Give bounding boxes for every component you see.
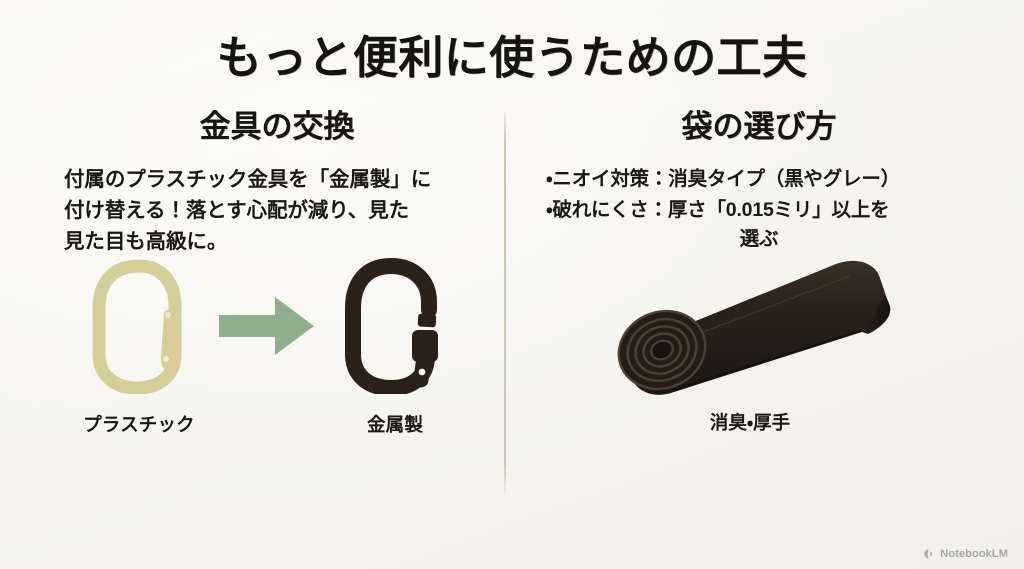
plastic-carabiner-figure: プラスチック (64, 257, 214, 437)
bag-selection-bullets: ・ニオイ対策：消臭タイプ（黒やグレー） ・破れにくさ：厚さ「0.015ミリ」以上… (546, 165, 972, 254)
column-divider (504, 111, 506, 494)
rolled-bag-icon (617, 261, 891, 396)
notebooklm-logo-icon (924, 549, 933, 559)
metal-carabiner-art (320, 257, 470, 395)
bullet-text: ・ニオイ対策：消臭タイプ（黒やグレー） (546, 168, 900, 191)
bullet-text: ・破れにくさ：厚さ「0.015ミリ」以上を (546, 198, 890, 221)
left-column-heading: 金具の交換 (199, 109, 355, 145)
bullet-text-continuation: 選ぶ (739, 227, 779, 250)
bullet-item: ・破れにくさ：厚さ「0.015ミリ」以上を 選ぶ (546, 196, 972, 254)
page-title: もっと便利に使うための工夫 (216, 32, 808, 83)
right-column-heading: 袋の選び方 (681, 109, 837, 145)
carabiner-comparison: プラスチック (30, 257, 504, 437)
right-arrow-icon (219, 297, 314, 356)
watermark-label: NotebookLM (940, 548, 1008, 560)
rolled-bag-art (506, 249, 994, 399)
two-column-layout: 金具の交換 付属のプラスチック金具を「金属製」に 付け替える！落とす心配が減り、… (0, 109, 1024, 509)
plastic-carabiner-caption: プラスチック (83, 414, 195, 436)
transform-arrow (214, 257, 320, 395)
plastic-carabiner-icon (92, 259, 182, 395)
body-line: 見た目も高級に。 (64, 229, 228, 253)
metal-carabiner-figure: 金属製 (320, 257, 470, 437)
notebooklm-watermark: NotebookLM (923, 548, 1008, 560)
left-column: 金具の交換 付属のプラスチック金具を「金属製」に 付け替える！落とす心配が減り、… (30, 109, 504, 509)
metal-carabiner-icon (345, 258, 438, 395)
plastic-carabiner-art (64, 257, 214, 395)
left-column-body: 付属のプラスチック金具を「金属製」に 付け替える！落とす心配が減り、見た 見た目… (64, 165, 490, 257)
rolled-bag-figure: 消臭・厚手 (506, 249, 994, 435)
rolled-bag-caption: 消臭・厚手 (709, 412, 791, 434)
bullet-item: ・ニオイ対策：消臭タイプ（黒やグレー） (546, 165, 972, 194)
metal-carabiner-caption: 金属製 (366, 414, 424, 436)
body-line: 付け替える！落とす心配が減り、見た (64, 198, 410, 222)
right-column: 袋の選び方 ・ニオイ対策：消臭タイプ（黒やグレー） ・破れにくさ：厚さ「0.01… (506, 109, 994, 509)
body-line: 付属のプラスチック金具を「金属製」に (64, 168, 432, 192)
